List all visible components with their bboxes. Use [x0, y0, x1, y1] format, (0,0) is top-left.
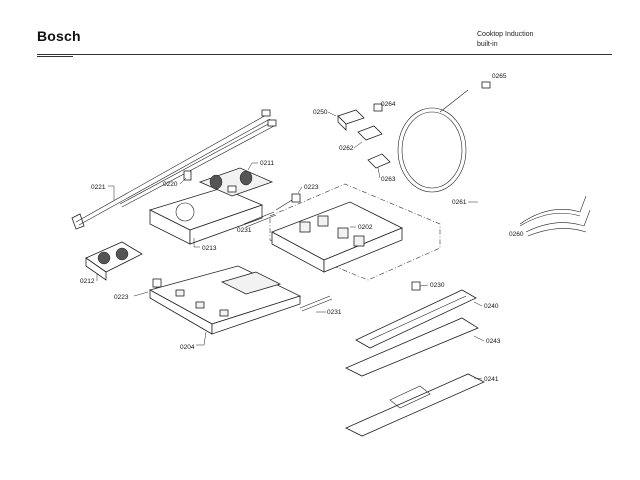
part-0204-control-board[interactable] — [148, 265, 302, 335]
part-0212-filter-board[interactable] — [85, 241, 143, 281]
header-rule-accent — [37, 56, 73, 57]
brand-name: Bosch — [37, 28, 81, 44]
label-0241: 0241 — [484, 376, 499, 383]
part-0260-wire-set[interactable] — [519, 195, 591, 237]
part-0231-cable-top[interactable] — [243, 211, 277, 228]
part-0262-holder[interactable] — [357, 125, 383, 141]
part-0211-coil-board[interactable] — [198, 167, 274, 197]
label-0212: 0212 — [80, 278, 95, 285]
label-0261: 0261 — [452, 199, 467, 206]
title-line-1: Cooktop Induction — [477, 31, 534, 38]
label-0264: 0264 — [381, 101, 396, 108]
label-0221: 0221 — [91, 184, 106, 191]
part-0221-rods[interactable] — [71, 109, 277, 230]
label-0213: 0213 — [202, 245, 217, 252]
label-0231-top: 0231 — [237, 227, 252, 234]
label-0263: 0263 — [381, 176, 396, 183]
label-0265: 0265 — [492, 73, 507, 80]
part-0213-heatsink[interactable] — [148, 187, 264, 245]
document-title: Cooktop Induction built-in — [477, 30, 533, 50]
part-0230-connector[interactable] — [411, 281, 421, 291]
label-0230: 0230 — [430, 282, 445, 289]
label-0223-left: 0223 — [114, 294, 129, 301]
label-0220: 0220 — [163, 181, 178, 188]
header-rule — [37, 54, 612, 55]
part-0265-sensor[interactable] — [481, 81, 491, 89]
title-line-2: built-in — [477, 41, 498, 48]
label-0223-top: 0223 — [304, 184, 319, 191]
part-0220-clip[interactable] — [183, 170, 192, 181]
dashed-assembly-outline — [269, 183, 441, 281]
part-0261-hose[interactable] — [397, 89, 469, 193]
part-0263-holder[interactable] — [367, 153, 391, 169]
label-0243: 0243 — [486, 338, 501, 345]
label-0231-bottom: 0231 — [327, 309, 342, 316]
part-0264-clip[interactable] — [373, 103, 383, 112]
label-0202: 0202 — [358, 224, 373, 231]
part-0231-cable-bottom[interactable] — [299, 295, 333, 312]
label-0204: 0204 — [180, 344, 195, 351]
part-0241-carrier[interactable] — [345, 373, 485, 437]
part-0250-bracket[interactable] — [337, 109, 365, 131]
part-0240-display-frame[interactable] — [355, 289, 477, 349]
part-0243-display-cover[interactable] — [345, 317, 479, 377]
label-0262: 0262 — [339, 145, 354, 152]
part-0202-power-module[interactable] — [271, 201, 403, 273]
label-0250: 0250 — [313, 109, 328, 116]
label-0260: 0260 — [509, 231, 524, 238]
part-0223-connector-top[interactable] — [275, 193, 301, 211]
label-0211: 0211 — [260, 160, 274, 167]
label-0240: 0240 — [484, 303, 499, 310]
